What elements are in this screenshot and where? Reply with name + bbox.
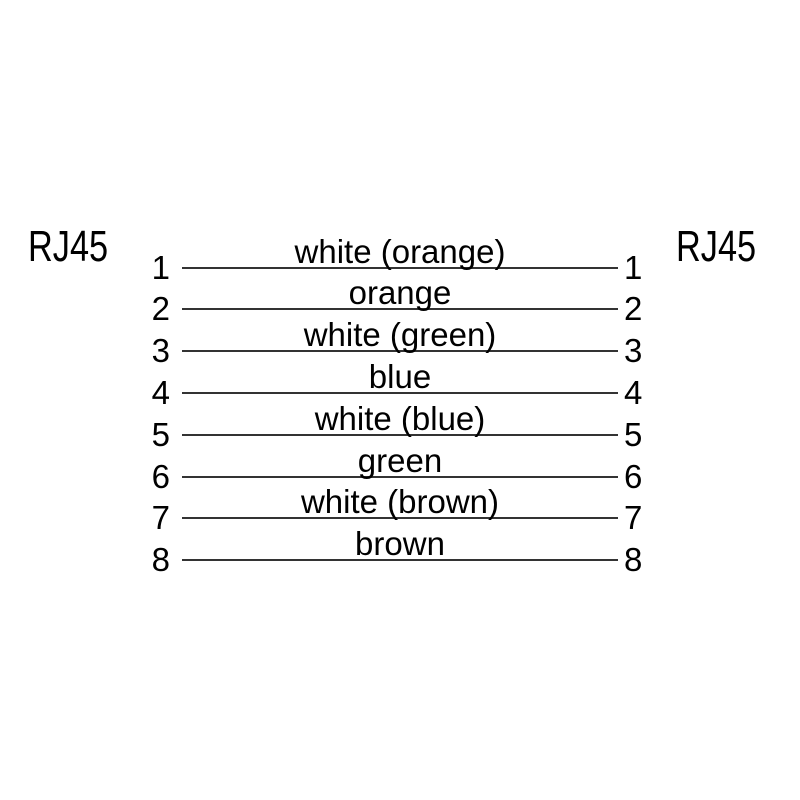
left-connector-label: RJ45: [28, 225, 131, 269]
wire-color-label: white (green): [303, 316, 497, 353]
pin-number-left: 2: [151, 290, 170, 327]
wire-color-label: orange: [348, 274, 452, 311]
pin-number-left: 3: [151, 332, 170, 369]
wire-color-label: brown: [355, 525, 445, 562]
pin-number-right: 6: [624, 458, 643, 495]
pin-number-right: 7: [624, 499, 643, 536]
right-connector-label: RJ45: [676, 225, 779, 269]
wire-color-label: blue: [368, 358, 432, 395]
pin-number-left: 4: [151, 374, 170, 411]
wire-line: [182, 350, 618, 352]
wire-line: [182, 517, 618, 519]
pin-number-right: 4: [624, 374, 643, 411]
wire-line: [182, 434, 618, 436]
pin-number-left: 7: [151, 499, 170, 536]
wire-color-label: white (orange): [294, 233, 506, 270]
wire-line: [182, 476, 618, 478]
wire-line: [182, 392, 618, 394]
left-connector-text: RJ45: [28, 222, 109, 271]
wire-line: [182, 559, 618, 561]
pin-number-right: 1: [624, 249, 643, 286]
pin-number-left: 8: [151, 541, 170, 578]
right-connector-text: RJ45: [676, 222, 757, 271]
wire-color-label: white (blue): [314, 400, 486, 437]
pin-number-right: 8: [624, 541, 643, 578]
wire-color-label: white (brown): [300, 483, 500, 520]
wire-line: [182, 308, 618, 310]
pin-number-right: 3: [624, 332, 643, 369]
pin-number-left: 5: [151, 416, 170, 453]
pin-number-right: 5: [624, 416, 643, 453]
wire-color-label: green: [357, 442, 443, 479]
pin-number-left: 6: [151, 458, 170, 495]
pin-number-right: 2: [624, 290, 643, 327]
wire-line: [182, 267, 618, 269]
pin-number-left: 1: [151, 249, 170, 286]
